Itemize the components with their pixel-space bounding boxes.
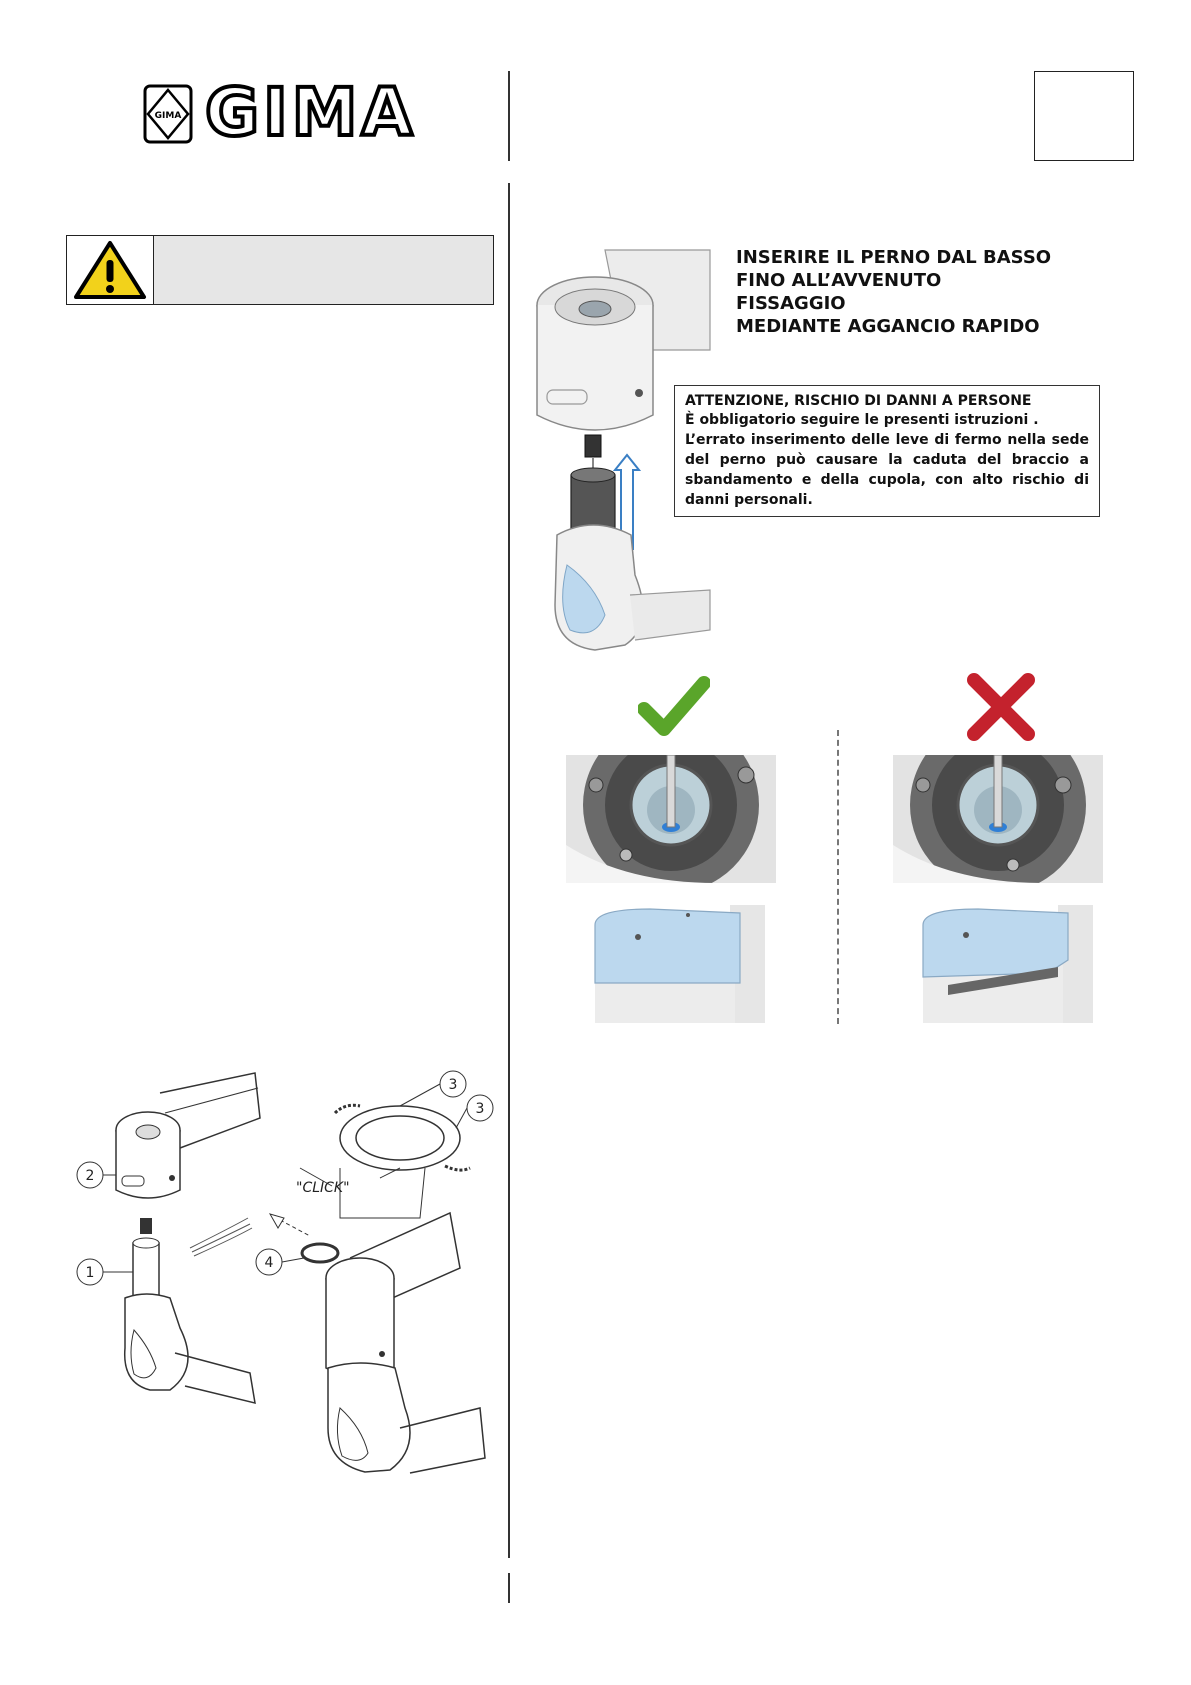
footer-divider <box>508 1573 510 1603</box>
attention-body: L’errato inserimento delle leve di fermo… <box>685 432 1089 508</box>
callout-2: 2 <box>86 1168 95 1184</box>
instruction-line: INSERIRE IL PERNO DAL BASSO <box>736 247 1052 268</box>
instruction-line: FINO ALL’AVVENUTO FISSAGGIO <box>736 270 942 314</box>
correct-lever-closeup <box>566 755 776 883</box>
attention-title: ATTENZIONE, RISCHIO DI DANNI A PERSONE <box>685 393 1032 409</box>
callout-4: 4 <box>265 1255 274 1271</box>
arm-pin-insertion-illustration <box>536 249 711 651</box>
click-label: "CLICK" <box>296 1180 350 1196</box>
correct-dome-closeup <box>594 905 765 1023</box>
comparison-divider <box>837 730 839 1024</box>
wrong-lever-closeup <box>893 755 1103 883</box>
callout-1: 1 <box>86 1265 95 1281</box>
warning-box <box>66 235 494 305</box>
cross-icon <box>967 673 1035 741</box>
instruction-line: MEDIANTE AGGANCIO RAPIDO <box>736 316 1040 337</box>
column-divider <box>508 183 510 1558</box>
warning-icon-cell <box>67 236 154 304</box>
gima-seal-icon: GIMA <box>143 84 193 144</box>
brand-name: GIMA <box>203 74 417 151</box>
warning-icon <box>74 241 146 299</box>
attention-subtitle: È obbligatorio seguire le presenti istru… <box>685 412 1039 428</box>
header-divider <box>508 71 510 161</box>
svg-text:GIMA: GIMA <box>155 111 182 121</box>
callout-3b: 3 <box>476 1101 485 1117</box>
page-number-box <box>1034 71 1134 161</box>
callout-3a: 3 <box>449 1077 458 1093</box>
gima-logo: GIMA GIMA <box>143 76 423 150</box>
assembly-diagram: "CLICK" 2 1 3 3 4 <box>76 1070 494 1474</box>
check-icon <box>638 676 710 736</box>
insertion-instruction: INSERIRE IL PERNO DAL BASSO FINO ALL’AVV… <box>736 246 1056 338</box>
attention-notice: ATTENZIONE, RISCHIO DI DANNI A PERSONE È… <box>674 385 1100 517</box>
wrong-dome-closeup <box>922 905 1093 1023</box>
